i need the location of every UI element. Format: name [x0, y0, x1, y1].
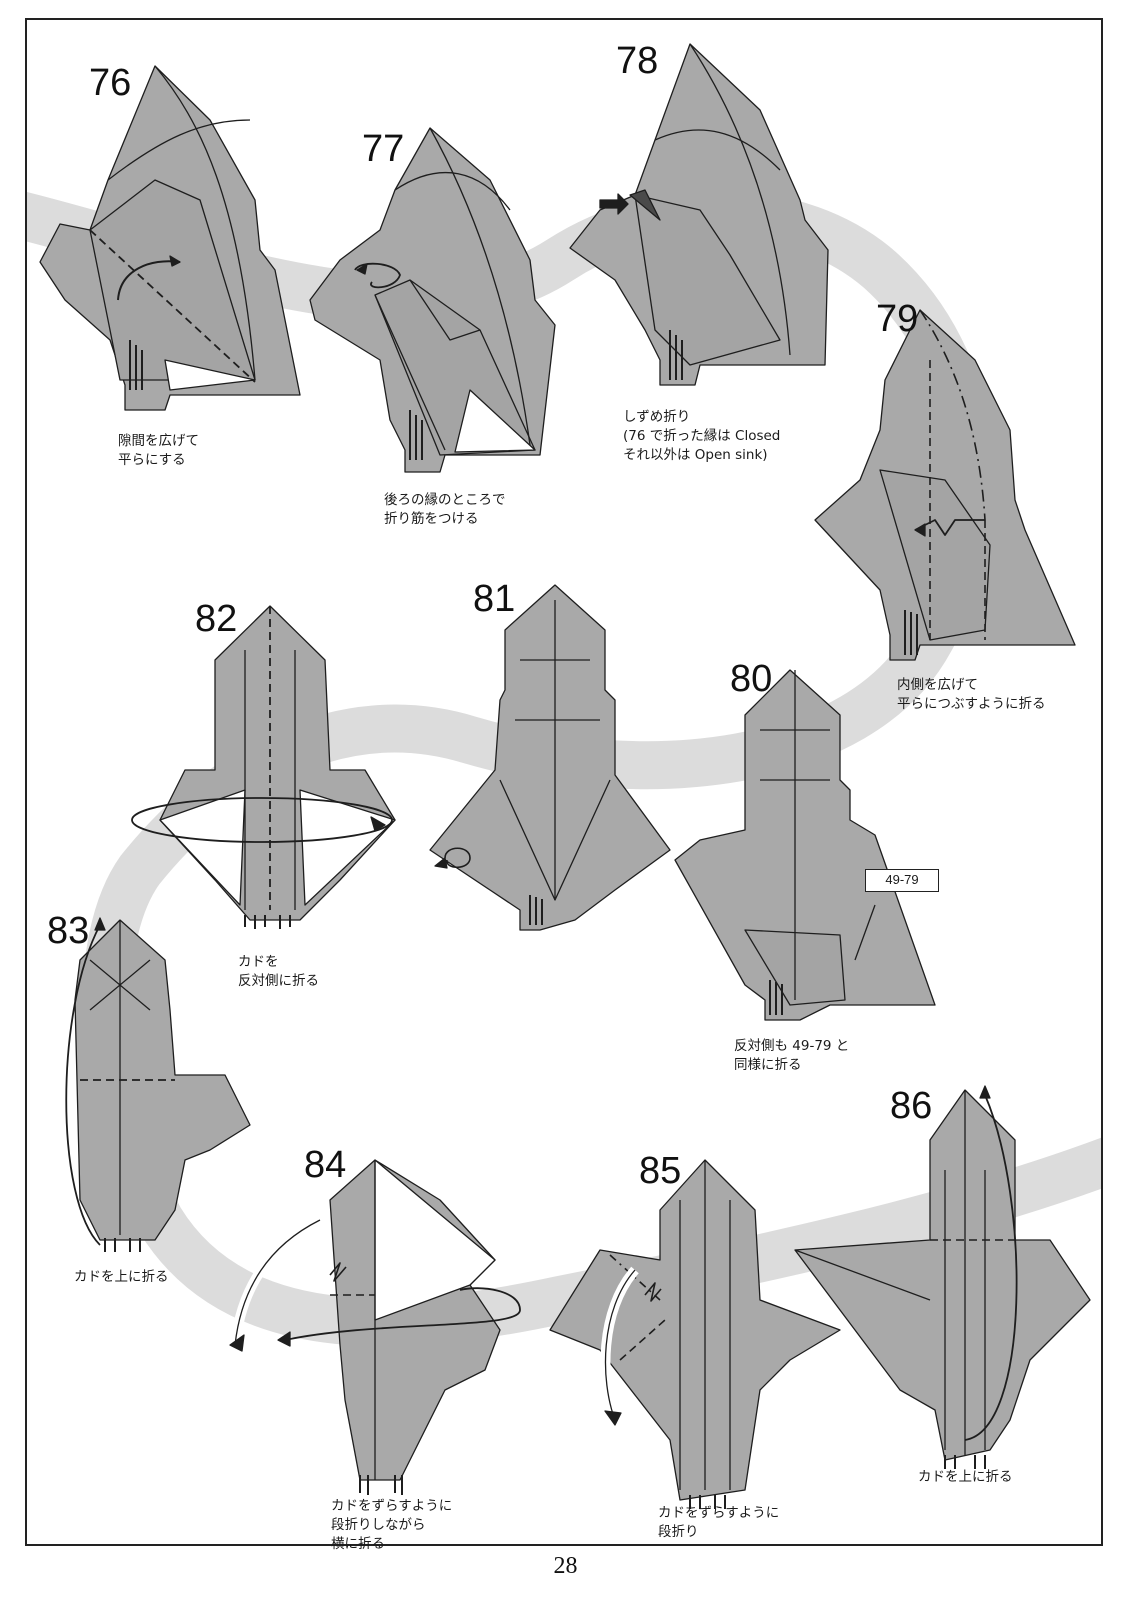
- step-83-caption: カドを上に折る: [74, 1269, 169, 1285]
- step-82-model: [131, 605, 396, 929]
- step-81-model: [429, 584, 671, 931]
- page-number: 28: [553, 1553, 578, 1579]
- step-82-caption: カドを反対側に折る: [238, 954, 319, 989]
- step-77-model: [309, 127, 556, 473]
- step-number: 77: [362, 128, 405, 170]
- step-78-model: [569, 43, 829, 386]
- step-83-model: [65, 917, 251, 1252]
- step-84-model: [229, 1159, 521, 1495]
- step-number: 85: [639, 1150, 682, 1192]
- step-number: 86: [890, 1085, 933, 1127]
- step-85-model: [549, 1159, 841, 1509]
- step-number: 76: [89, 62, 132, 104]
- step-number: 84: [304, 1144, 347, 1186]
- step-79-model: [814, 309, 1076, 661]
- step-85-caption: カドをずらすように段折り: [658, 1505, 780, 1540]
- step-76-model: [39, 65, 301, 411]
- step-80-model: [674, 669, 936, 1021]
- step-number: 78: [616, 40, 659, 82]
- step-77-caption: 後ろの縁のところで折り筋をつける: [384, 492, 506, 527]
- step-number: 83: [47, 910, 90, 952]
- page-frame: [25, 18, 1103, 1546]
- reference-label-box: 49-79: [865, 869, 939, 892]
- step-number: 79: [876, 298, 919, 340]
- step-80-caption: 反対側も 49-79 と同様に折る: [734, 1038, 850, 1073]
- step-number: 81: [473, 578, 516, 620]
- step-76-caption: 隙間を広げて平らにする: [118, 433, 199, 468]
- step-86-caption: カドを上に折る: [918, 1469, 1013, 1485]
- step-86-model: [794, 1085, 1091, 1469]
- step-number: 80: [730, 658, 773, 700]
- step-79-caption: 内側を広げて平らにつぶすように折る: [897, 677, 1046, 712]
- step-84-caption: カドをずらすように段折りしながら横に折る: [331, 1498, 453, 1552]
- step-number: 82: [195, 598, 238, 640]
